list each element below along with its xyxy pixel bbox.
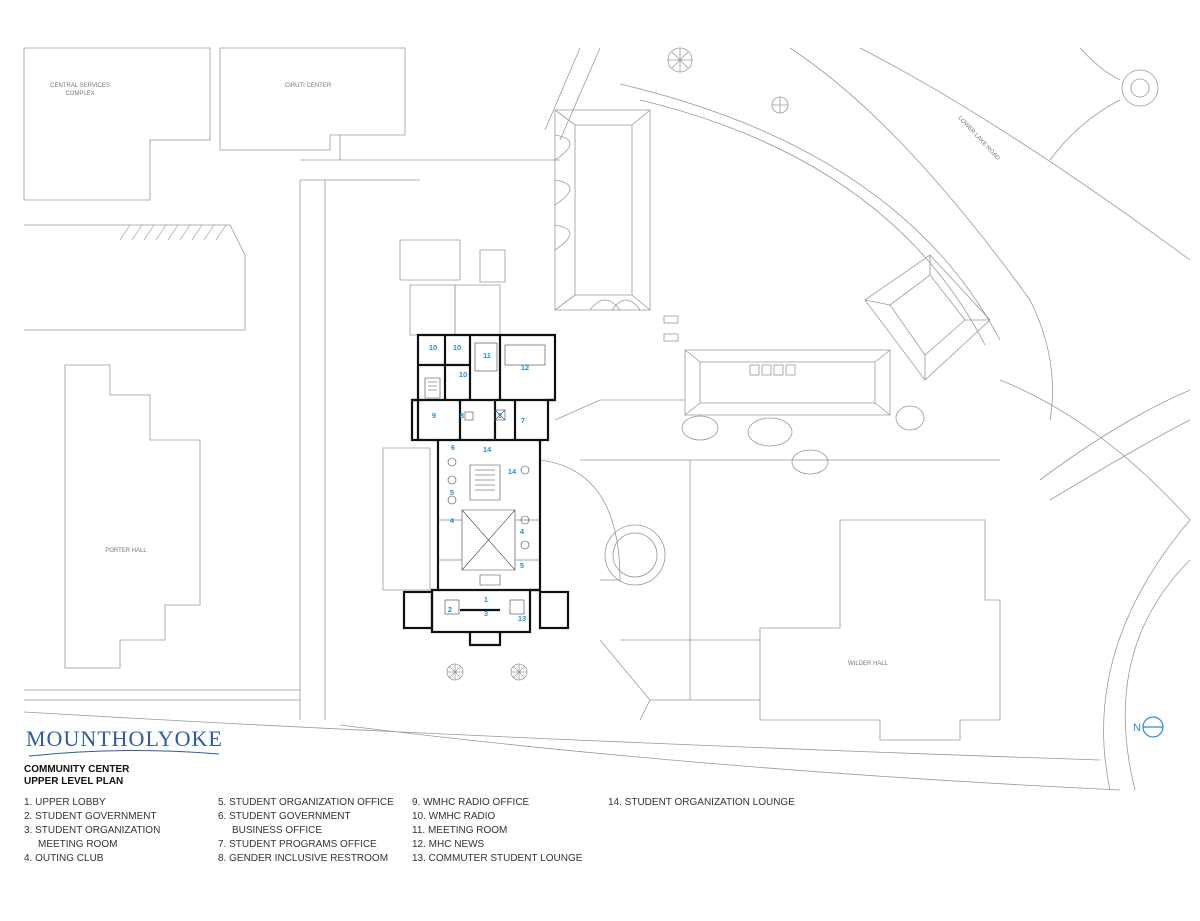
legend-item: MEETING ROOM [38,839,118,850]
room-number: 6 [451,443,455,452]
legend-item: BUSINESS OFFICE [232,825,323,836]
site-linework [23,47,1191,791]
legend-item: 9. WMHC RADIO OFFICE [412,797,530,808]
room-number: 1 [484,595,488,604]
room-number: 7 [521,416,525,425]
legend-column-1: 1. UPPER LOBBY 2. STUDENT GOVERNMENT 3. … [24,796,160,866]
lower-lake-road-label: LOWER LAKE ROAD [957,115,1001,162]
north-arrow: N [1133,716,1164,738]
room-number: 8 [460,411,464,420]
logo-swoosh-icon [28,749,220,757]
plan-title: COMMUNITY CENTER UPPER LEVEL PLAN [24,764,129,788]
room-number: 10 [459,370,467,379]
legend-item: 14. STUDENT ORGANIZATION LOUNGE [608,797,795,808]
legend-item: 12. MHC NEWS [412,839,485,850]
legend-item: 10. WMHC RADIO [412,811,496,822]
svg-text:COMPLEX: COMPLEX [65,91,94,97]
legend-column-2: 5. STUDENT ORGANIZATION OFFICE 6. STUDEN… [218,796,394,866]
north-label: N [1133,722,1141,734]
room-number: 10 [453,343,461,352]
room-number: 2 [448,605,452,614]
legend-item: 13. COMMUTER STUDENT LOUNGE [412,853,583,864]
legend-item: 2. STUDENT GOVERNMENT [24,811,157,822]
wilder-hall-label: WILDER HALL [848,661,889,667]
room-number: 5 [450,488,454,497]
legend-item: 8. GENDER INCLUSIVE RESTROOM [218,853,389,864]
room-number: 3 [484,609,488,618]
room-number: 9 [432,411,436,420]
legend-item: 4. OUTING CLUB [24,853,104,864]
legend-item: 7. STUDENT PROGRAMS OFFICE [218,839,377,850]
room-number: 8 [498,411,502,420]
plan-title-line1: COMMUNITY CENTER [24,764,130,775]
room-number: 12 [521,363,529,372]
room-number: 14 [508,467,517,476]
room-number: 5 [520,561,524,570]
plan-title-line2: UPPER LEVEL PLAN [24,776,124,787]
legend-item: 6. STUDENT GOVERNMENT [218,811,351,822]
room-number: 14 [483,445,492,454]
community-center-floor-plan [402,333,570,647]
room-number: 11 [483,351,491,360]
legend-item: 1. UPPER LOBBY [24,797,106,808]
legend-column-3: 9. WMHC RADIO OFFICE 10. WMHC RADIO 11. … [412,796,582,866]
legend-item: 5. STUDENT ORGANIZATION OFFICE [218,797,394,808]
room-number: 4 [450,516,455,525]
ciruti-center-label: CIRUTI CENTER [285,83,332,89]
central-services-label: CENTRAL SERVICES [50,83,110,89]
legend-item: 3. STUDENT ORGANIZATION [24,825,161,836]
legend-column-4: 14. STUDENT ORGANIZATION LOUNGE [608,796,795,810]
room-numbers: 10 10 10 11 12 9 8 8 7 6 14 14 5 4 4 5 2… [429,343,529,623]
room-number: 13 [518,614,526,623]
porter-hall-label: PORTER HALL [105,548,147,554]
mount-holyoke-logo: MOUNTHOLYOKE [26,726,223,751]
legend-item: 11. MEETING ROOM [412,825,508,836]
room-number: 4 [520,527,525,536]
room-number: 10 [429,343,437,352]
floor-plan-interior [424,342,546,615]
